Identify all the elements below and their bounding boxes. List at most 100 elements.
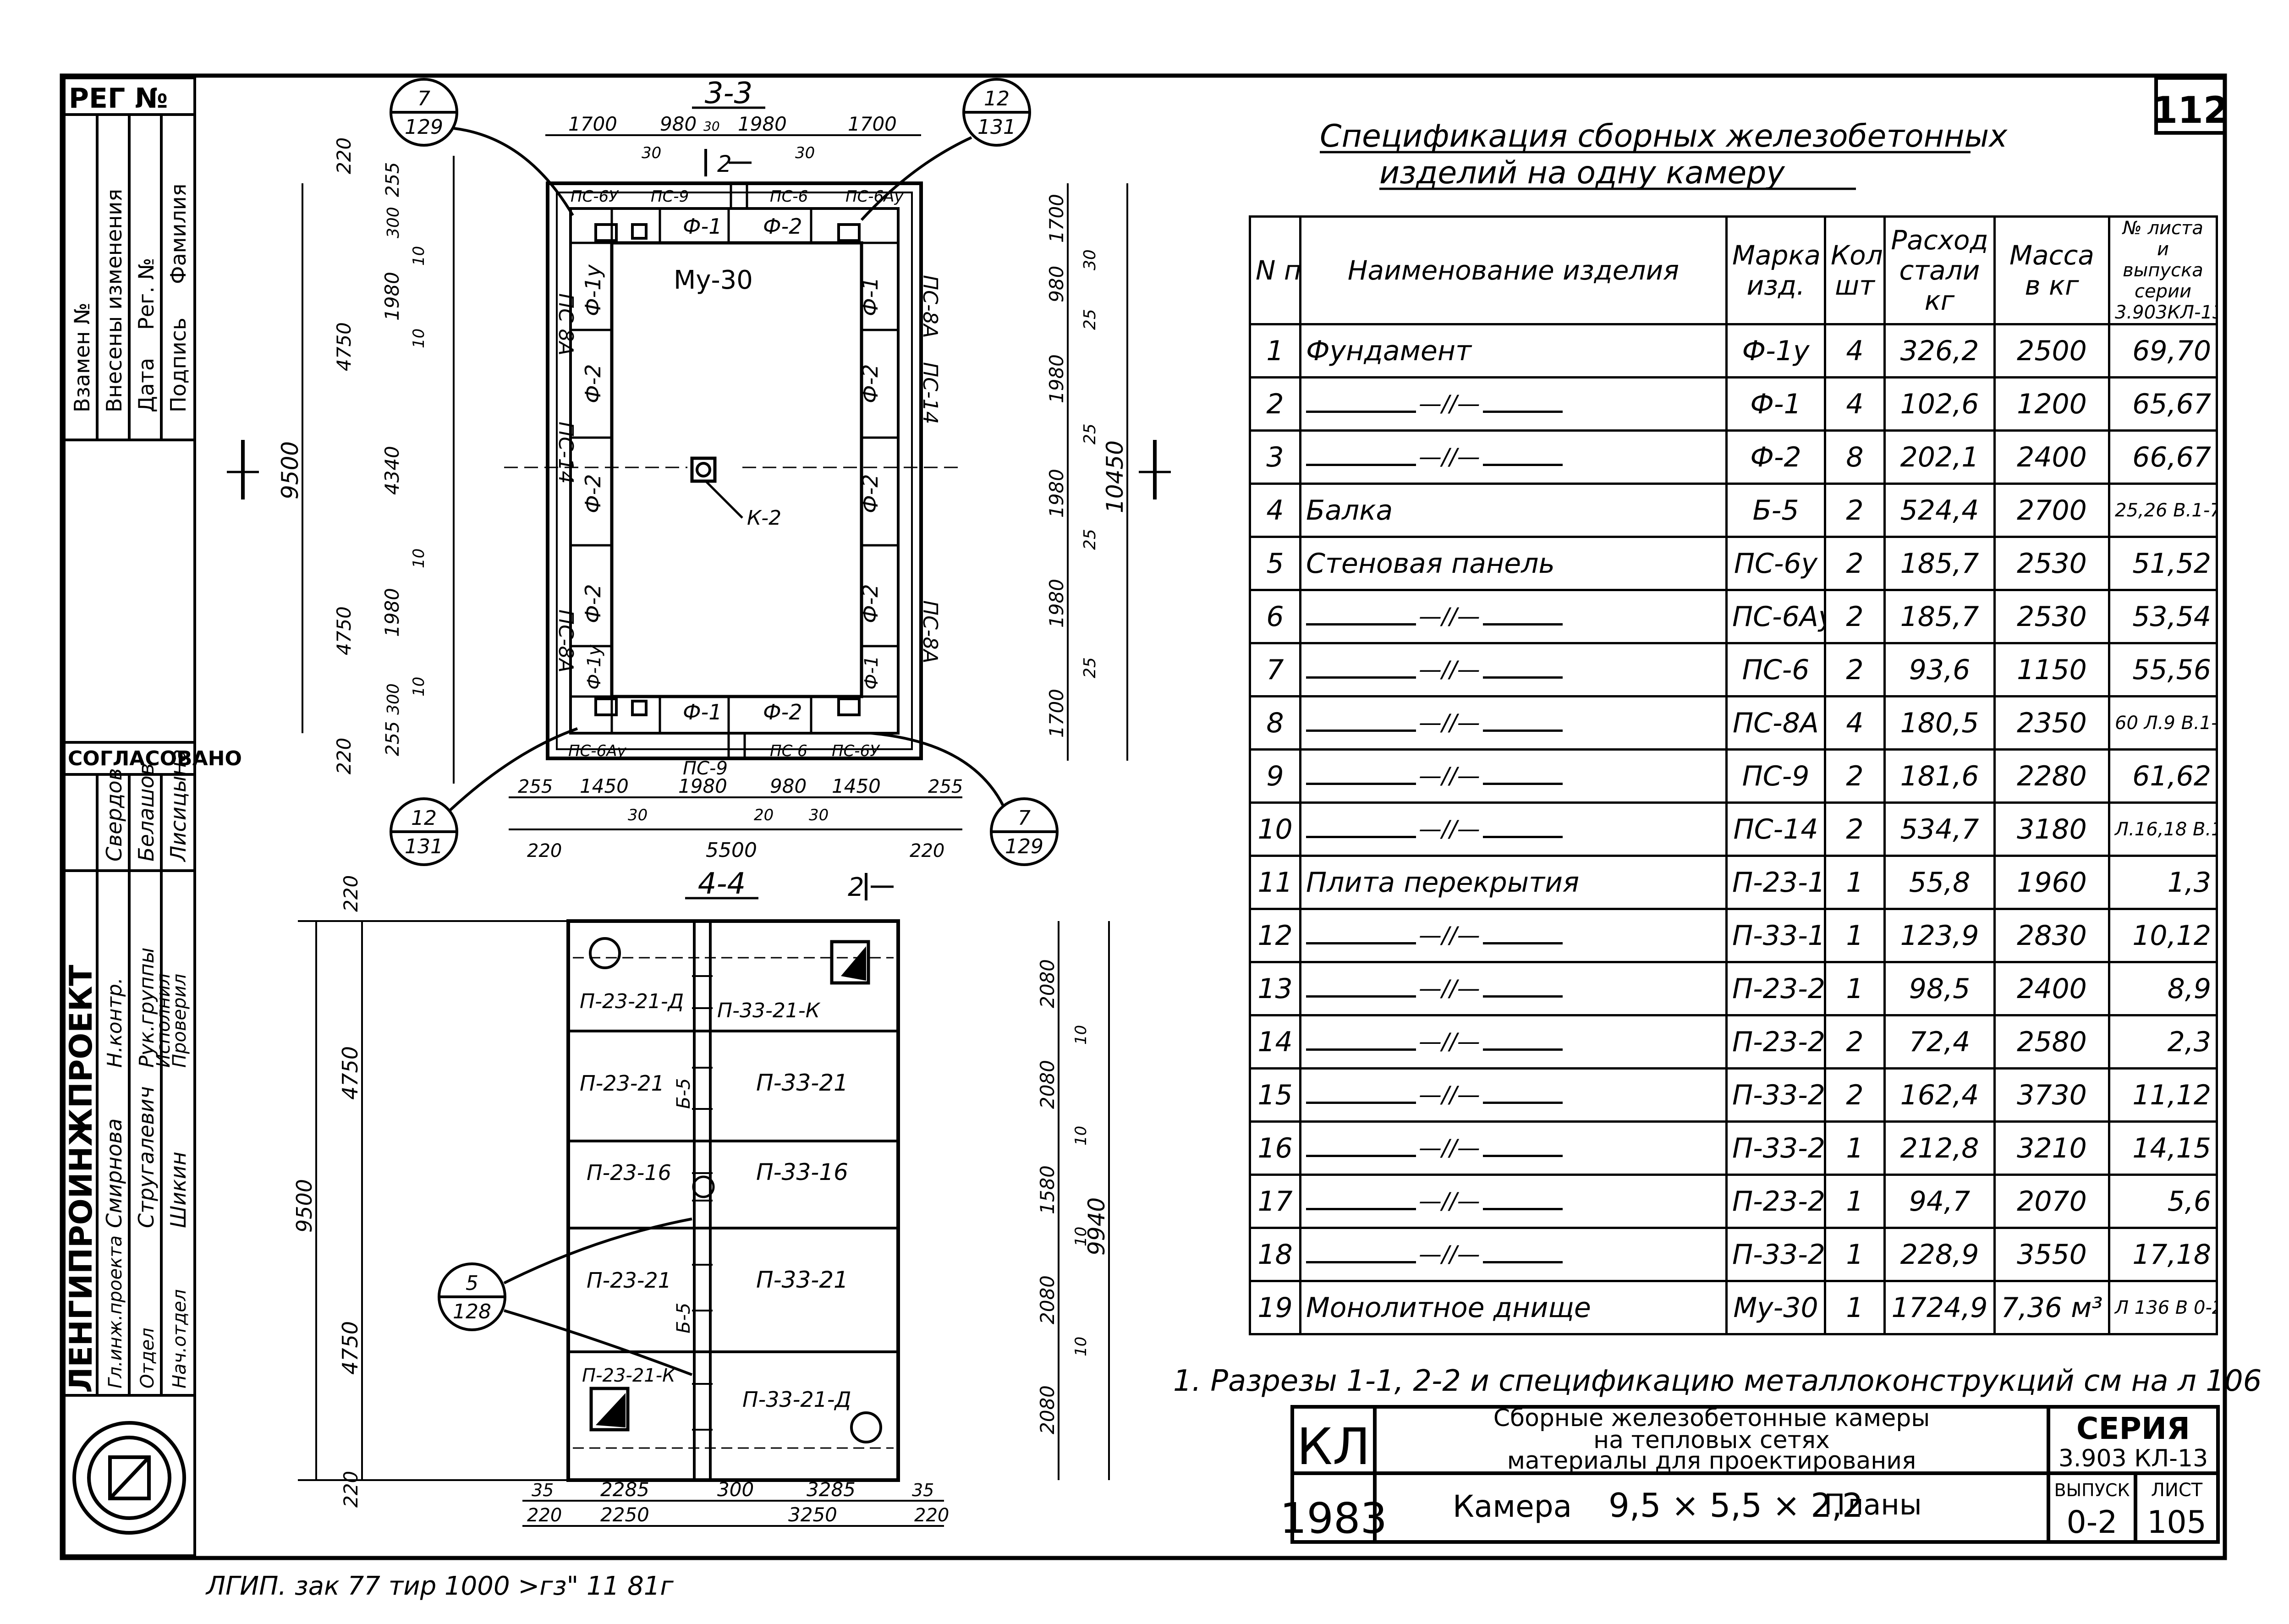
row-name: —//— (1299, 1174, 1728, 1229)
dim-right-2: 30 (1081, 249, 1099, 270)
dim-left-3: 300 (384, 207, 403, 238)
row-qty: 1 (1824, 1120, 1886, 1176)
hdr-mark: Марка изд. (1725, 215, 1826, 325)
row-number: 9 (1249, 748, 1301, 804)
row-number: 14 (1249, 1014, 1301, 1070)
sheet-number: 112 (2152, 89, 2229, 132)
row-mark: ПС-6у (1725, 536, 1826, 591)
k2-label: К-2 (747, 506, 781, 530)
row-mass: 2350 (1993, 695, 2110, 751)
tb-desc-3: материалы для проектирования (1507, 1447, 1916, 1475)
ditto-text: —//— (1416, 390, 1483, 417)
row-sheet: 14,15 (2108, 1120, 2218, 1176)
d44-r7: 2080 (1036, 1275, 1059, 1324)
row-steel: 534,7 (1883, 801, 1996, 857)
row-mark: П-23-21К (1725, 1174, 1826, 1229)
panel-left-2: ПС-14 (554, 422, 577, 484)
row-mark: ПС-6Ау (1725, 589, 1826, 644)
d44-r9: 2080 (1036, 1385, 1059, 1434)
dim-top-1: 1700 (568, 113, 617, 135)
row-number: 5 (1249, 536, 1301, 591)
section-mark-33: 2 (717, 151, 732, 177)
d44-b1: 35 (532, 1480, 554, 1500)
spec-header-row: N п/п Наименование изделия Марка изд. Ко… (1249, 215, 2218, 325)
ditto-text: —//— (1416, 815, 1483, 842)
row-mark: ПС-9 (1725, 748, 1826, 804)
d44-bb1: 220 (527, 1505, 562, 1526)
row-mass: 1960 (1993, 855, 2110, 910)
row-sheet: 2,3 (2108, 1014, 2218, 1070)
spec-title-2: изделий на одну камеру (1379, 155, 1785, 191)
sheet-frame (60, 73, 2227, 1560)
name-4: Смирнова (102, 1119, 126, 1228)
dim-left-9: 300 (384, 683, 403, 715)
name-6: Шикин (166, 1152, 191, 1228)
row-number: 3 (1249, 429, 1301, 485)
role-otdel: Отдел (137, 1328, 158, 1388)
reg-label: РЕГ № (69, 82, 168, 115)
ditto-text: —//— (1416, 922, 1483, 949)
row-steel: 180,5 (1883, 695, 1996, 751)
row-qty: 1 (1824, 1280, 1886, 1335)
row-qty: 2 (1824, 483, 1886, 538)
slab-l-5: П-23-21-К (582, 1365, 676, 1386)
strip-label-sign: Подпись (166, 318, 191, 412)
row-sheet: Л 136 В 0-2 (2108, 1280, 2218, 1335)
strip-label-surname: Фамилия (166, 184, 191, 284)
row-mark: П-23-21 (1725, 1014, 1826, 1070)
center-label: Му-30 (674, 265, 753, 295)
d44-bb2: 2250 (600, 1503, 649, 1526)
dim-right-4: 25 (1081, 309, 1099, 330)
row-sheet: 66,67 (2108, 429, 2218, 485)
row-number: 1 (1249, 323, 1301, 379)
panel-top-2: ПС-9 (651, 187, 689, 206)
panel-top-4: ПС-6Ау (845, 187, 904, 206)
row-mark: Му-30 (1725, 1280, 1826, 1335)
ditto-mark: —//— (1306, 1187, 1563, 1214)
row-qty: 1 (1824, 1227, 1886, 1282)
d44-bb4: 220 (914, 1505, 949, 1526)
row-mark: Б-5 (1725, 483, 1826, 538)
panel-top-1: ПС-6У (571, 187, 619, 206)
name-5: Стругалевич (134, 1086, 159, 1228)
note-text: 1. Разрезы 1-1, 2-2 и спецификацию метал… (1173, 1364, 2262, 1398)
plan-4-4-title: 4-4 (698, 867, 746, 901)
row-steel: 228,9 (1883, 1227, 1996, 1282)
callout-44-a: 5 (466, 1272, 478, 1295)
dim-left-8: 1980 (381, 588, 403, 637)
d44-b2: 2285 (600, 1478, 649, 1501)
ditto-text: —//— (1416, 1081, 1483, 1108)
tb-vypusk-value: 0-2 (2066, 1504, 2117, 1541)
tb-code: КЛ (1297, 1417, 1371, 1476)
row-name: Стеновая панель (1299, 536, 1728, 591)
callout-44-b: 128 (453, 1300, 491, 1323)
row-sheet: 8,9 (2108, 961, 2218, 1016)
row-mark: ПС-14 (1725, 801, 1826, 857)
slab-l-1: П-23-21-Д (580, 990, 684, 1013)
row-mark: Ф-1у (1725, 323, 1826, 379)
callout-tl-b: 129 (405, 115, 443, 139)
row-qty: 1 (1824, 908, 1886, 963)
beam-2: Б-5 (673, 1303, 694, 1333)
dim-right-6: 25 (1081, 423, 1099, 444)
ditto-text: —//— (1416, 443, 1483, 470)
row-mass: 2530 (1993, 536, 2110, 591)
callout-br-a: 7 (1018, 807, 1031, 830)
tb-plans: Планы (1824, 1488, 1922, 1521)
row-qty: 2 (1824, 536, 1886, 591)
found-right-5: Ф-1 (861, 656, 882, 690)
dim-top-5: 1700 (848, 113, 897, 135)
hdr-num: N п/п (1249, 215, 1301, 325)
name-2: Белашов (134, 763, 159, 861)
ditto-text: —//— (1416, 603, 1483, 630)
dim-right-3: 980 (1045, 266, 1068, 302)
title-block (1290, 1405, 2220, 1544)
row-number: 17 (1249, 1174, 1301, 1229)
agreed-label: СОГЛАСОВАНО (68, 747, 242, 770)
dim-left-7: 4750 (333, 606, 355, 655)
row-steel: 181,6 (1883, 748, 1996, 804)
